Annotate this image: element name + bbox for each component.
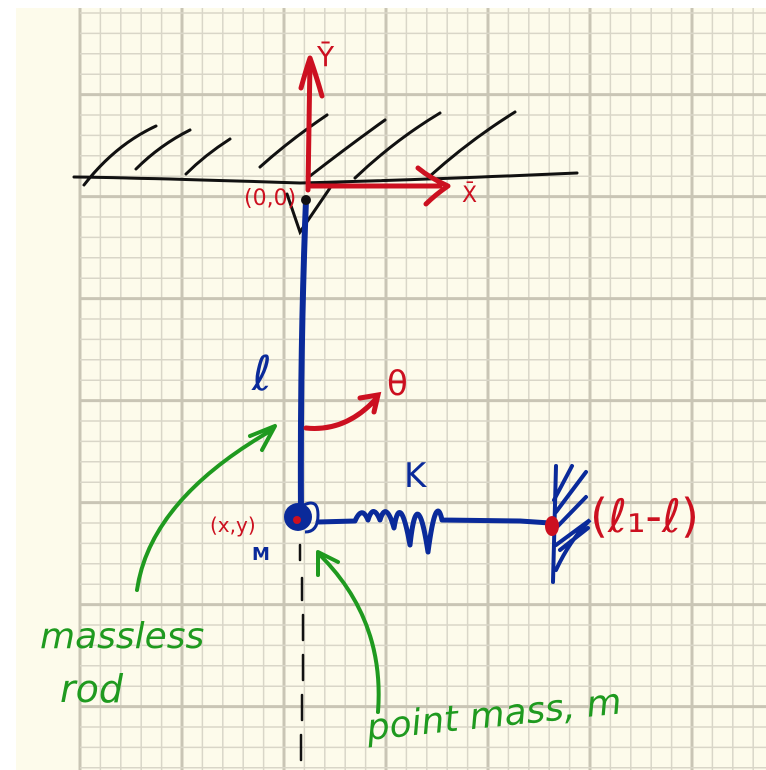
mass-label: M: [252, 544, 270, 565]
spring-constant-label: K: [404, 456, 428, 496]
ground-hatch: [72, 110, 579, 236]
rod-annotation-line1: massless: [40, 616, 204, 657]
y-axis-arrow: [305, 57, 313, 193]
angle-arrow: [303, 391, 382, 431]
annotation-arrows: [135, 424, 381, 714]
origin-label: (0,0): [244, 186, 296, 211]
x-axis-label: X̄: [462, 182, 477, 208]
rod-length-label: ℓ: [251, 346, 272, 402]
mass-center-dot: [293, 516, 301, 524]
vertical-reference-dashed: [298, 543, 305, 762]
massless-rod: [297, 197, 309, 518]
y-axis-label: Ȳ: [316, 40, 335, 73]
angle-label: θ: [387, 364, 408, 404]
coordinate-axes: [298, 55, 451, 207]
rod-annotation-line2: rod: [60, 667, 124, 711]
spring-anchor-point: [545, 516, 559, 536]
spring: [315, 508, 553, 555]
grid-lines: [78, 8, 766, 770]
pivot-point: [301, 195, 311, 205]
mass-position-label: (x,y): [210, 513, 256, 537]
wall-position-label: (ℓ₁-ℓ): [590, 489, 699, 543]
